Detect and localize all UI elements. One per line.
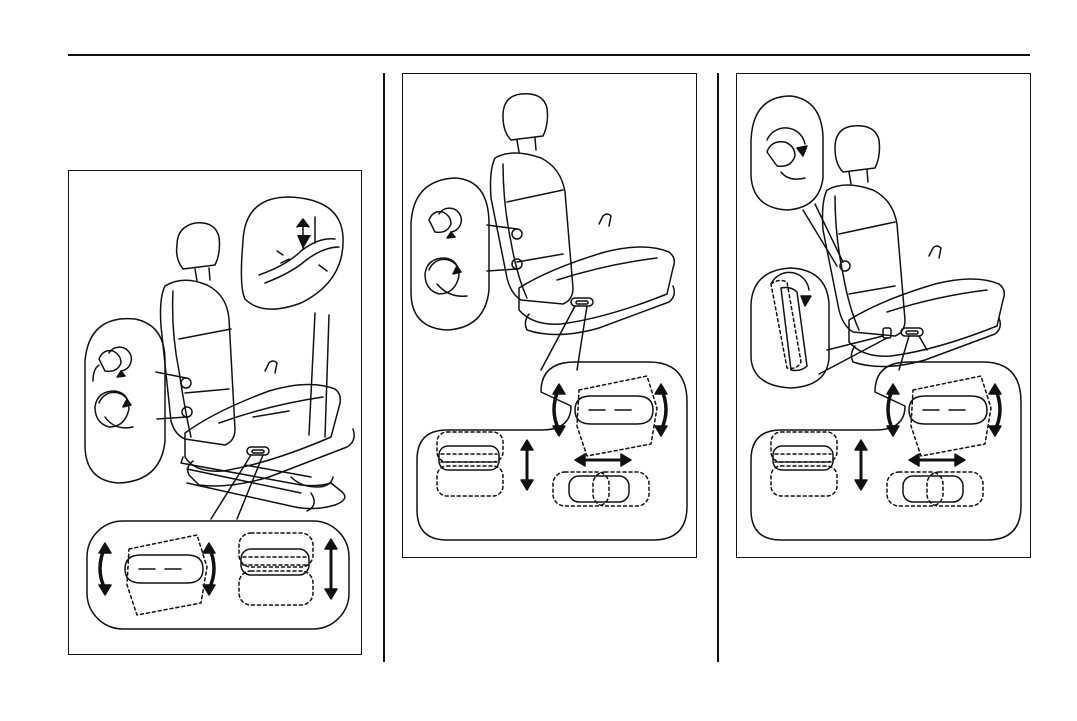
recline-knob-icon [99,351,121,372]
rail-lever-icon [259,239,335,275]
recline-knob-zoom-bubble [751,96,823,210]
recline-knob-icon [767,142,795,167]
header-rule [68,54,1030,56]
knob-zoom-bubble [85,319,165,483]
illustration-panel-seat-power-recline [736,73,1031,558]
rail-lever-zoom-bubble [241,197,343,309]
seat-adjust-switch-icon [571,298,593,306]
seat-control-zoom-bubble [417,362,687,540]
illustration-panel-seat-manual [68,170,362,655]
knob-zoom-bubble [411,178,489,330]
recline-knob-icon [429,212,451,233]
column-divider-left [383,73,385,662]
recline-knob-on-seat [181,378,191,388]
seat-control-zoom-bubble [87,521,349,629]
recline-knob-on-seat [512,229,522,239]
seat-adjust-switch-icon [247,447,269,455]
recline-lever-zoom-bubble [751,268,829,388]
illustration-panel-seat-power [402,73,697,558]
column-divider-right [717,73,719,662]
